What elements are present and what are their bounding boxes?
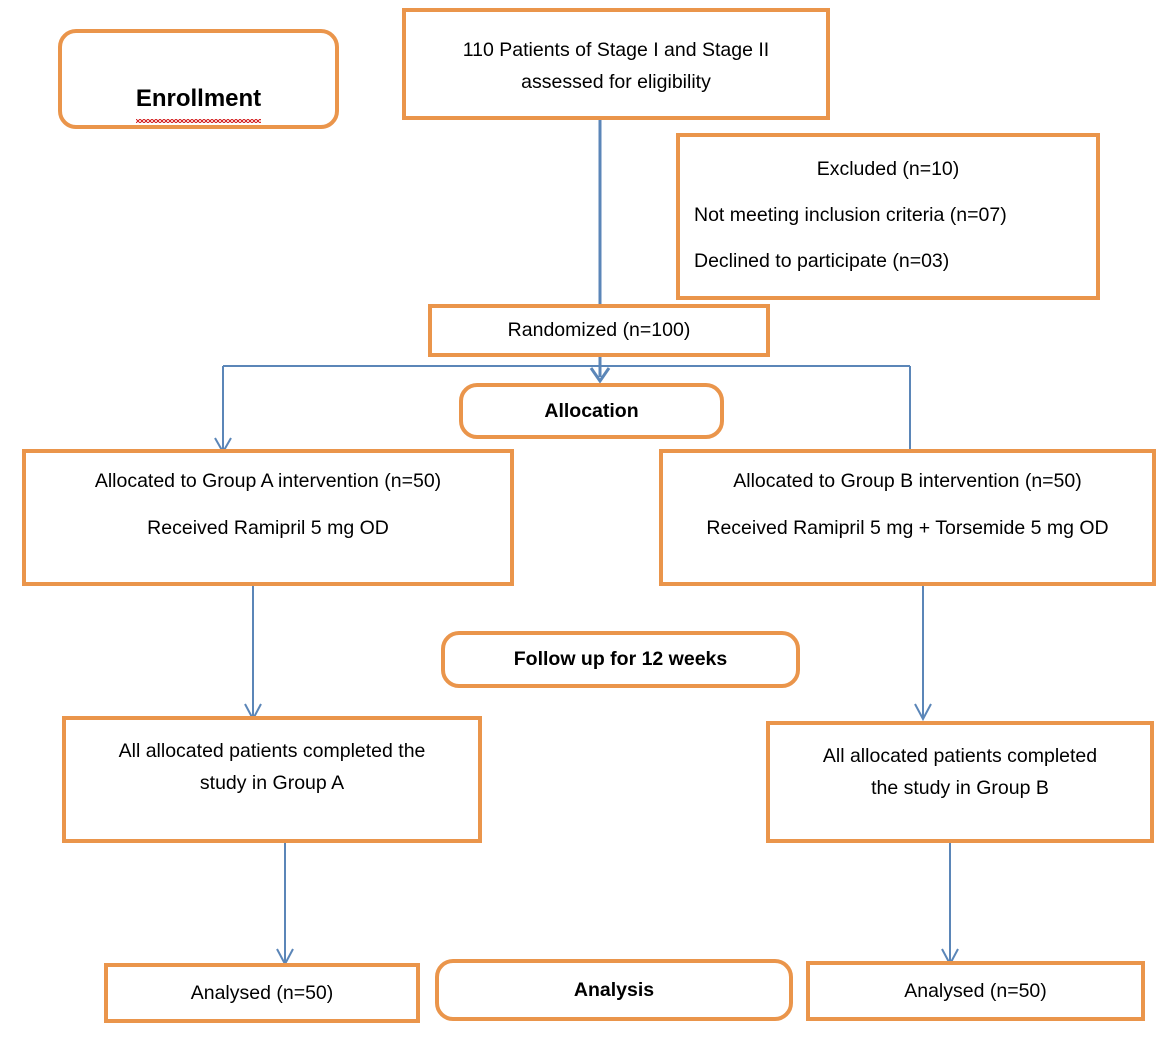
group-b-received-text: Received Ramipril 5 mg + Torsemide 5 mg …: [706, 517, 1109, 540]
group-a-received-text: Received Ramipril 5 mg OD: [147, 517, 389, 540]
analysed-b-box: Analysed (n=50): [806, 961, 1145, 1021]
group-b-completed-box: All allocated patients completed the stu…: [766, 721, 1154, 843]
randomized-text: Randomized (n=100): [507, 319, 691, 342]
analysis-label-text: Analysis: [573, 978, 655, 1001]
randomized-box: Randomized (n=100): [428, 304, 770, 357]
enrollment-label-text: Enrollment: [135, 79, 262, 123]
analysed-a-text: Analysed (n=50): [190, 981, 334, 1004]
arrowhead-analysed-a: [276, 948, 294, 967]
group-a-completed-box: All allocated patients completed the stu…: [62, 716, 482, 843]
group-a-completed-text: All allocated patients completed the stu…: [118, 740, 426, 795]
group-b-allocated-text: Allocated to Group B intervention (n=50): [733, 470, 1082, 492]
analysis-stage-label: Analysis: [435, 959, 793, 1021]
analysed-a-box: Analysed (n=50): [104, 963, 420, 1023]
group-b-completed-text: All allocated patients completed the stu…: [822, 745, 1098, 800]
group-b-allocation-box: Allocated to Group B intervention (n=50)…: [659, 449, 1156, 586]
allocation-label-text: Allocation: [544, 399, 639, 422]
excluded-reason-1-text: Not meeting inclusion criteria (n=07): [694, 204, 1007, 227]
enrollment-stage-label: Enrollment: [58, 29, 339, 129]
followup-stage-label: Follow up for 12 weeks: [441, 631, 800, 688]
excluded-box: Excluded (n=10) Not meeting inclusion cr…: [676, 133, 1100, 300]
assessed-for-eligibility-text: 110 Patients of Stage I and Stage II ass…: [462, 39, 770, 94]
excluded-reason-2-text: Declined to participate (n=03): [694, 250, 950, 273]
excluded-heading-text: Excluded (n=10): [816, 158, 960, 180]
assessed-for-eligibility-box: 110 Patients of Stage I and Stage II ass…: [402, 8, 830, 120]
group-a-allocated-text: Allocated to Group A intervention (n=50): [94, 470, 442, 492]
arrowhead-allocation: [589, 367, 611, 384]
group-a-allocation-box: Allocated to Group A intervention (n=50)…: [22, 449, 514, 586]
allocation-stage-label: Allocation: [459, 383, 724, 439]
arrowhead-completed-b: [914, 703, 932, 722]
followup-label-text: Follow up for 12 weeks: [513, 648, 728, 671]
analysed-b-text: Analysed (n=50): [904, 979, 1047, 1002]
